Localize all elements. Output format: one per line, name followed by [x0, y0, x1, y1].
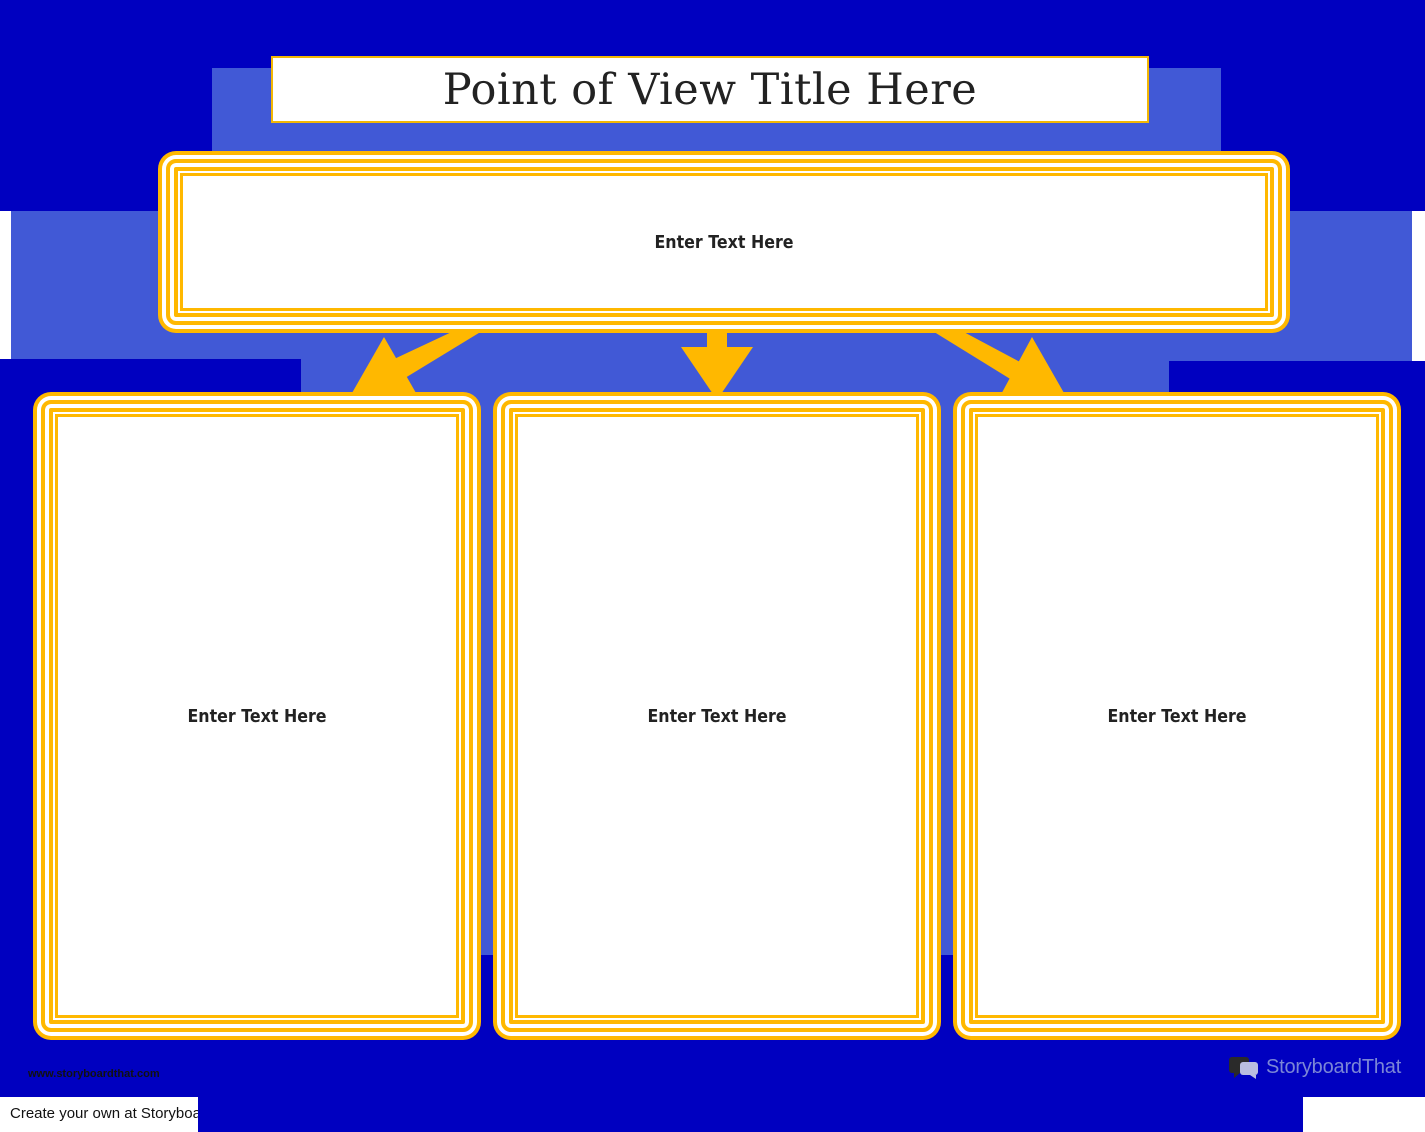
footer-create-text: Create your own at Storyboard That [10, 1105, 198, 1122]
left-text-box[interactable]: Enter Text Here [41, 400, 473, 1032]
speech-bubbles-icon [1229, 1057, 1258, 1079]
top-text-box-label: Enter Text Here [654, 231, 794, 253]
arrow-left-shaft [392, 314, 510, 378]
footer-url[interactable]: www.storyboardthat.com [28, 1068, 160, 1080]
background-bottom-strip [198, 1097, 1303, 1132]
footer-create-banner[interactable]: Create your own at Storyboard That [0, 1097, 198, 1132]
arrow-center-head [681, 347, 753, 400]
left-text-box-label: Enter Text Here [187, 705, 327, 727]
right-text-box[interactable]: Enter Text Here [961, 400, 1393, 1032]
storyboardthat-logo[interactable]: StoryboardThat [1228, 1054, 1401, 1080]
arrow-right-head [998, 337, 1068, 400]
arrow-left-head [348, 337, 420, 400]
page-title: Point of View Title Here [442, 64, 978, 115]
title-box[interactable]: Point of View Title Here [271, 56, 1149, 123]
center-text-box-label: Enter Text Here [647, 705, 787, 727]
right-text-box-label: Enter Text Here [1107, 705, 1247, 727]
logo-text: StoryboardThat [1266, 1055, 1402, 1078]
center-text-box[interactable]: Enter Text Here [501, 400, 933, 1032]
arrow-right-shaft [905, 314, 1035, 385]
top-text-box[interactable]: Enter Text Here [166, 159, 1282, 325]
